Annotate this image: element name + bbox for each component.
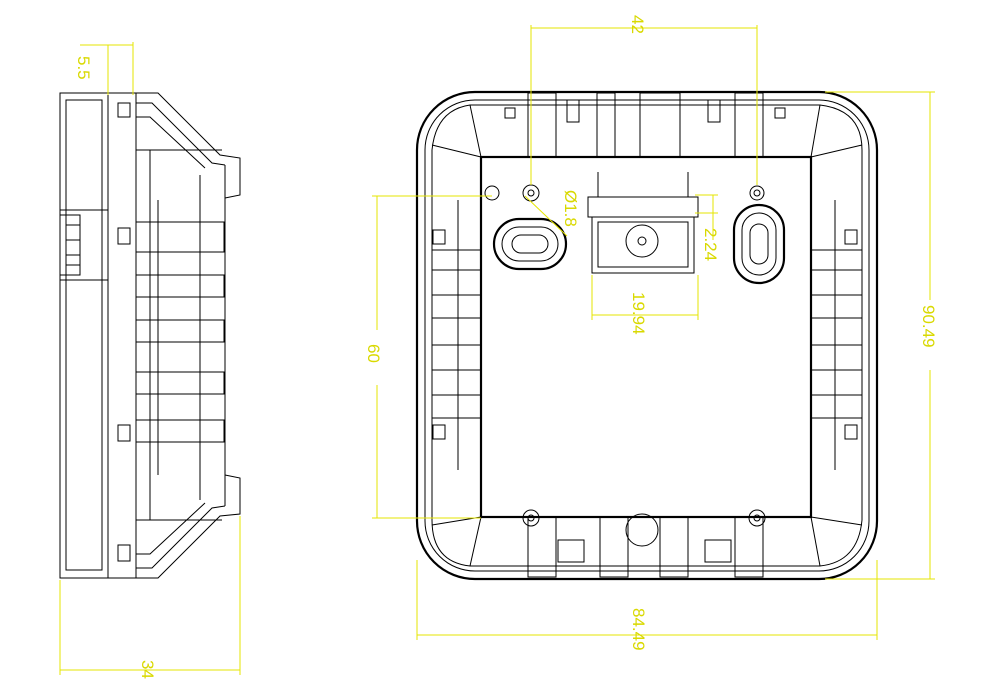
dim-side-width: 34 [138,660,157,679]
dim-slot-width: 19.94 [629,292,648,335]
dim-width-total: 84.49 [629,608,648,651]
dim-height-inner: 60 [364,344,383,363]
front-view [372,25,935,640]
dim-slot-depth: 2.24 [701,228,720,261]
dim-hole-dia: Ø1.8 [561,190,580,227]
dim-height-total: 90.49 [919,305,938,348]
dim-front-top: 42 [628,15,647,34]
dim-side-top: 5.5 [74,56,93,80]
side-view [59,42,241,675]
